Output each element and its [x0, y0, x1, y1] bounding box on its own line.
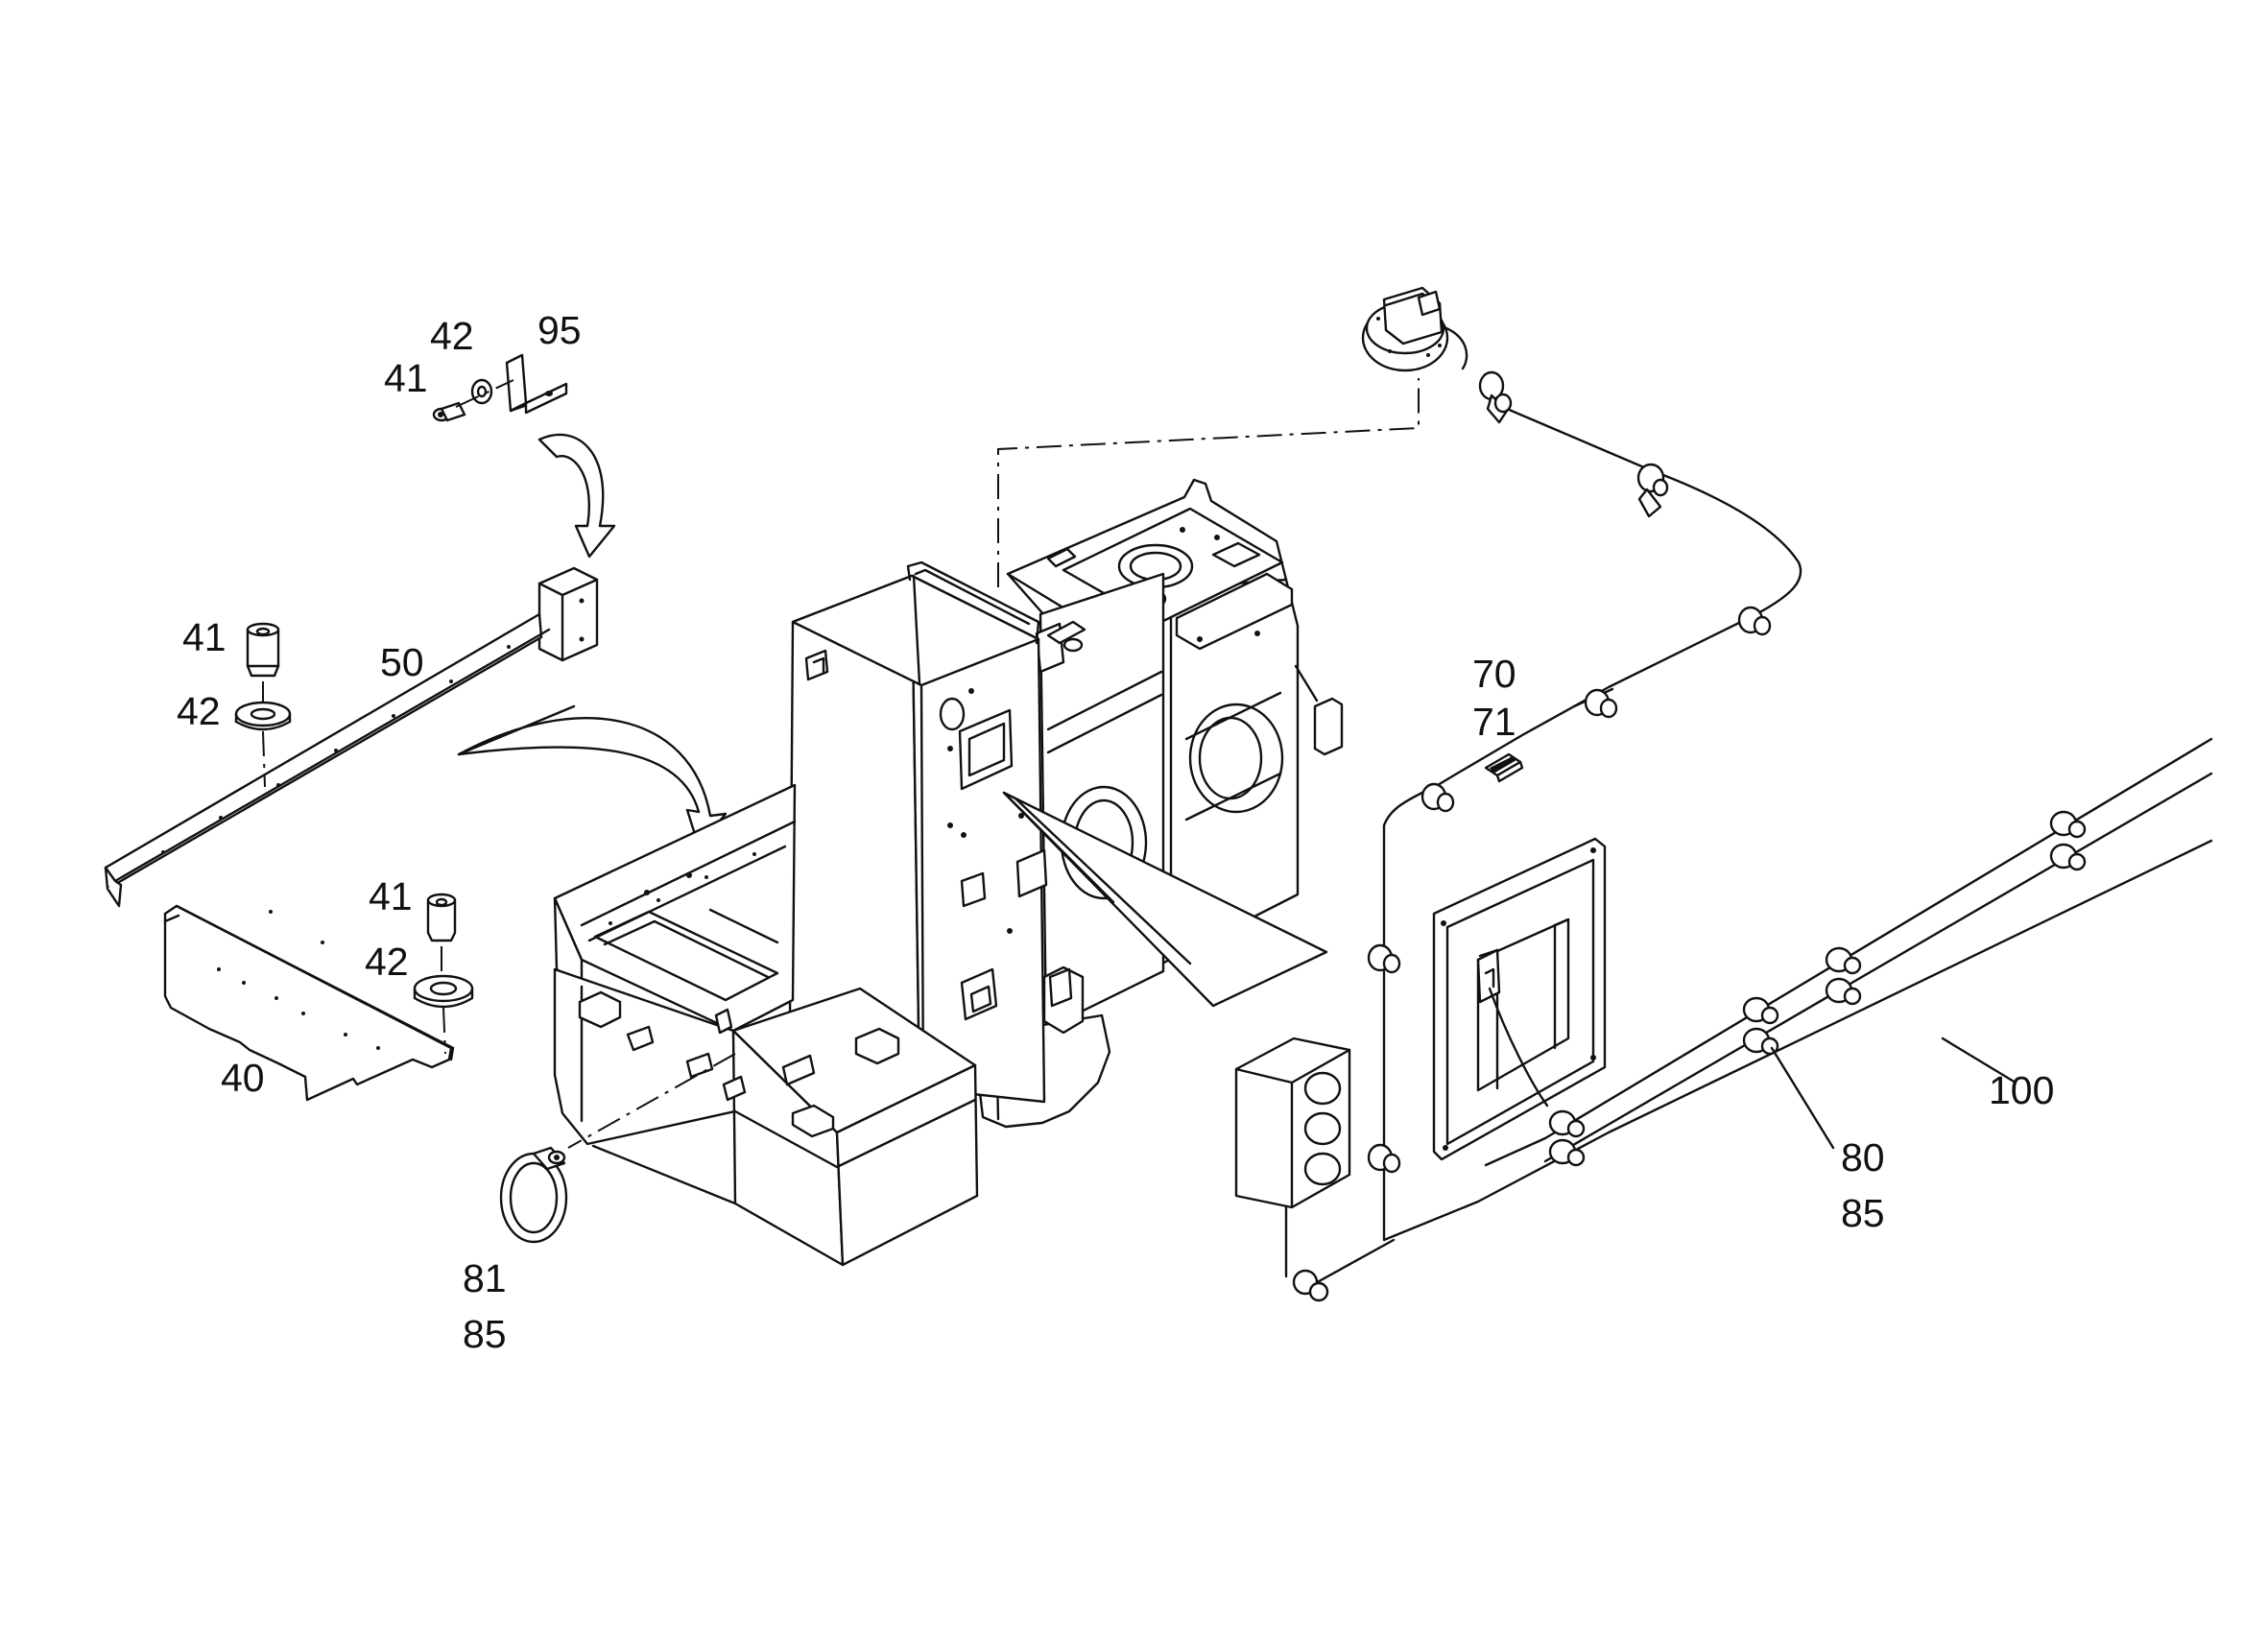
- callout-41-mid: 41: [182, 615, 227, 659]
- washer-42-mid: [234, 701, 292, 731]
- callout-95: 95: [537, 308, 582, 352]
- sensor-unit: [1361, 286, 1468, 372]
- callout-42-low: 42: [365, 940, 409, 984]
- clip-pair-lower: [1292, 1269, 1329, 1302]
- mounting-plate: [1432, 837, 1607, 1161]
- connector-70-71: [1484, 752, 1524, 783]
- callout-100: 100: [1989, 1068, 2054, 1112]
- cable-clip: [1478, 370, 1513, 424]
- cable-clip: [1584, 688, 1618, 719]
- cable-harness-upper: [1367, 370, 2213, 1242]
- screw-41-mid: [246, 622, 280, 678]
- cable-clip: [1367, 943, 1401, 974]
- callout-41-top: 41: [384, 356, 428, 400]
- washer-42-low: [413, 974, 474, 1009]
- callout-70: 70: [1472, 652, 1516, 696]
- clip-pair-80: [1742, 996, 1779, 1056]
- front-tall-column: [787, 560, 1073, 1150]
- bracket-95-assembly: [432, 353, 616, 559]
- clip-pair-80: [2049, 810, 2087, 871]
- cable-clip: [1420, 782, 1455, 813]
- screw-41-low: [426, 893, 457, 942]
- install-arrow-50: [457, 717, 728, 848]
- cable-bundle-100: [1292, 737, 2213, 1302]
- pointer-wedges: [1002, 791, 1328, 1008]
- cable-clip: [1367, 1143, 1401, 1174]
- callout-42-top: 42: [430, 314, 474, 358]
- callout-42-mid: 42: [177, 689, 221, 733]
- clip-pair-80: [1548, 1109, 1586, 1167]
- screw-41-top: [432, 401, 466, 422]
- callout-40: 40: [221, 1056, 265, 1100]
- callout-85-right: 85: [1841, 1191, 1885, 1235]
- bracket-95: [505, 353, 568, 415]
- callout-71: 71: [1472, 700, 1516, 744]
- bar-50: [104, 566, 599, 908]
- callout-85-left: 85: [463, 1312, 507, 1356]
- cable-clip: [1636, 463, 1669, 518]
- clip-pair-80: [1825, 946, 1862, 1006]
- callout-41-low: 41: [369, 874, 413, 918]
- center-column: [1035, 572, 1165, 1031]
- base-tray: [553, 783, 979, 1267]
- callout-81: 81: [463, 1256, 507, 1300]
- clamp-81: [499, 1146, 568, 1244]
- cover-plate-40: [163, 904, 455, 1102]
- install-arrow-95: [537, 433, 616, 559]
- cable-clip: [1737, 606, 1772, 636]
- callout-labels: 42 95 41 41 50 42 70 71 41 42 40 100 80 …: [177, 308, 2054, 1356]
- ref-line-sensor: [997, 378, 1420, 587]
- callout-80: 80: [1841, 1135, 1885, 1179]
- junction-box: [1234, 1036, 1351, 1278]
- callout-50: 50: [380, 640, 424, 684]
